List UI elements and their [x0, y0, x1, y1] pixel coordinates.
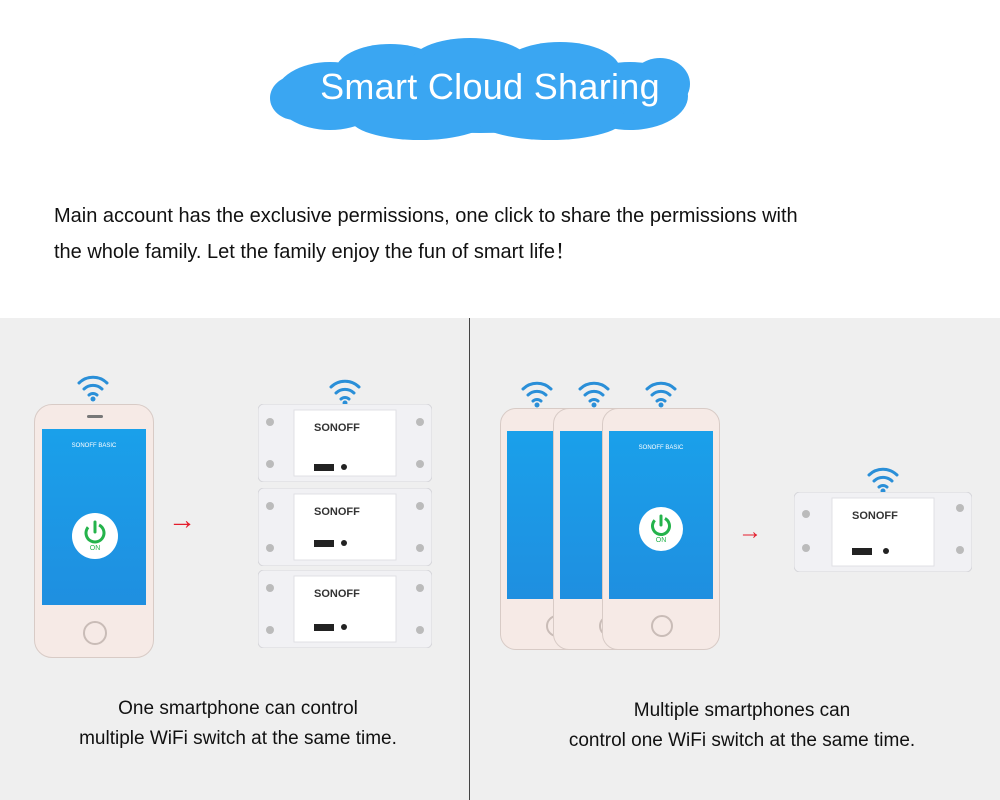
description-line-1: Main account has the exclusive permissio… — [54, 205, 798, 227]
arrow-right-icon: → — [738, 518, 762, 545]
wifi-icon — [329, 379, 361, 406]
wifi-switch-2: SONOFF — [257, 487, 433, 567]
right-caption: Multiple smartphones can control one WiF… — [530, 696, 954, 756]
left-caption-line-1: One smartphone can control — [118, 698, 358, 719]
right-caption-line-1: Multiple smartphones can — [633, 700, 851, 721]
phone-screen: SONOFF BASIC ON — [609, 431, 713, 599]
description: Main account has the exclusive permissio… — [54, 198, 974, 270]
cloud-shape — [270, 38, 690, 140]
description-line-2: the whole family. Let the family enjoy t… — [54, 241, 575, 263]
wifi-icon — [521, 381, 553, 408]
brand-label: SONOFF — [314, 506, 360, 518]
brand-label: SONOFF — [852, 510, 898, 522]
wifi-icon — [645, 381, 677, 408]
power-button[interactable]: ON — [72, 513, 118, 559]
app-title: SONOFF BASIC — [638, 445, 684, 451]
arrow-right-icon: → — [168, 504, 196, 535]
on-label: ON — [655, 537, 667, 544]
home-button[interactable] — [83, 621, 107, 645]
wifi-icon — [77, 375, 109, 402]
on-label: ON — [89, 545, 101, 552]
app-title: SONOFF BASIC — [71, 443, 117, 449]
wifi-switch-3: SONOFF — [257, 569, 433, 649]
smartphone-front: SONOFF BASIC ON — [602, 408, 720, 650]
wifi-icon — [578, 381, 610, 408]
phone-screen: SONOFF BASIC ON — [42, 429, 146, 605]
power-icon — [84, 520, 106, 544]
header-section: Smart Cloud Sharing Main account has the… — [0, 0, 1000, 318]
panel-divider — [469, 318, 470, 800]
wifi-icon — [867, 467, 899, 494]
wifi-switch: SONOFF — [793, 491, 973, 573]
page-title: Smart Cloud Sharing — [320, 66, 660, 107]
left-caption: One smartphone can control multiple WiFi… — [30, 694, 446, 754]
brand-label: SONOFF — [314, 588, 360, 600]
home-button[interactable] — [651, 615, 673, 637]
phone-speaker — [87, 415, 103, 418]
left-caption-line-2: multiple WiFi switch at the same time. — [79, 728, 397, 749]
right-caption-line-2: control one WiFi switch at the same time… — [568, 730, 916, 751]
brand-label: SONOFF — [314, 422, 360, 434]
wifi-switch-1: SONOFF — [257, 403, 433, 483]
power-button[interactable]: ON — [639, 507, 683, 551]
power-icon — [651, 514, 671, 536]
smartphone: SONOFF BASIC ON — [34, 404, 154, 658]
